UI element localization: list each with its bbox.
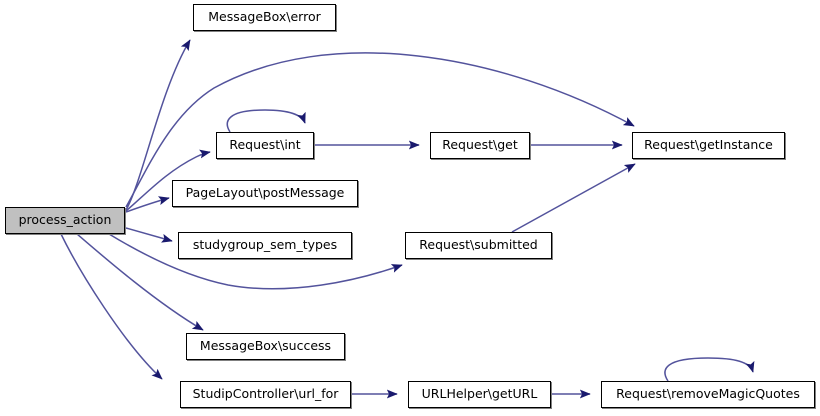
edge-process-action-to-studygroup-sem-types bbox=[125, 227, 173, 243]
node-request-getinstance[interactable]: Request\getInstance bbox=[632, 132, 785, 159]
node-label: StudipController\url_for bbox=[192, 386, 339, 402]
node-label: Request\get bbox=[442, 137, 518, 153]
edge-process-action-to-studipcontroller-url-for bbox=[60, 233, 163, 380]
edge-process-action-to-request-int bbox=[125, 149, 211, 212]
node-label: Request\getInstance bbox=[644, 137, 773, 153]
node-pagelayout-postmessage[interactable]: PageLayout\postMessage bbox=[172, 180, 358, 207]
node-studygroup-sem-types[interactable]: studygroup_sem_types bbox=[178, 232, 352, 259]
edge-request-removemagicquotes-self-loop bbox=[664, 357, 755, 382]
node-label: Request\submitted bbox=[419, 237, 538, 253]
edge-process-action-to-request-getinstance bbox=[125, 52, 635, 208]
node-label: Request\removeMagicQuotes bbox=[616, 386, 800, 402]
edge-process-action-to-request-submitted bbox=[108, 233, 403, 290]
node-request-get[interactable]: Request\get bbox=[430, 132, 530, 159]
node-request-removemagicquotes[interactable]: Request\removeMagicQuotes bbox=[601, 381, 815, 408]
node-request-int[interactable]: Request\int bbox=[216, 132, 314, 159]
node-label: URLHelper\getURL bbox=[421, 386, 538, 402]
edge-process-action-to-pagelayout-postmessage bbox=[125, 196, 170, 213]
node-label: process_action bbox=[18, 212, 112, 228]
node-label: PageLayout\postMessage bbox=[185, 185, 345, 201]
node-label: MessageBox\error bbox=[208, 9, 321, 25]
node-request-submitted[interactable]: Request\submitted bbox=[405, 232, 552, 259]
node-process-action[interactable]: process_action bbox=[5, 207, 125, 234]
node-label: Request\int bbox=[229, 137, 301, 153]
node-label: studygroup_sem_types bbox=[192, 237, 338, 253]
node-urlhelper-geturl[interactable]: URLHelper\getURL bbox=[408, 381, 551, 408]
node-messagebox-error[interactable]: MessageBox\error bbox=[193, 4, 336, 31]
node-studipcontroller-url-for[interactable]: StudipController\url_for bbox=[180, 381, 351, 408]
edge-request-int-self-loop bbox=[226, 109, 306, 133]
edge-request-submitted-to-request-getinstance bbox=[511, 163, 636, 233]
edge-process-action-to-messagebox-success bbox=[76, 233, 204, 331]
node-messagebox-success[interactable]: MessageBox\success bbox=[186, 333, 345, 360]
node-label: MessageBox\success bbox=[199, 338, 332, 354]
